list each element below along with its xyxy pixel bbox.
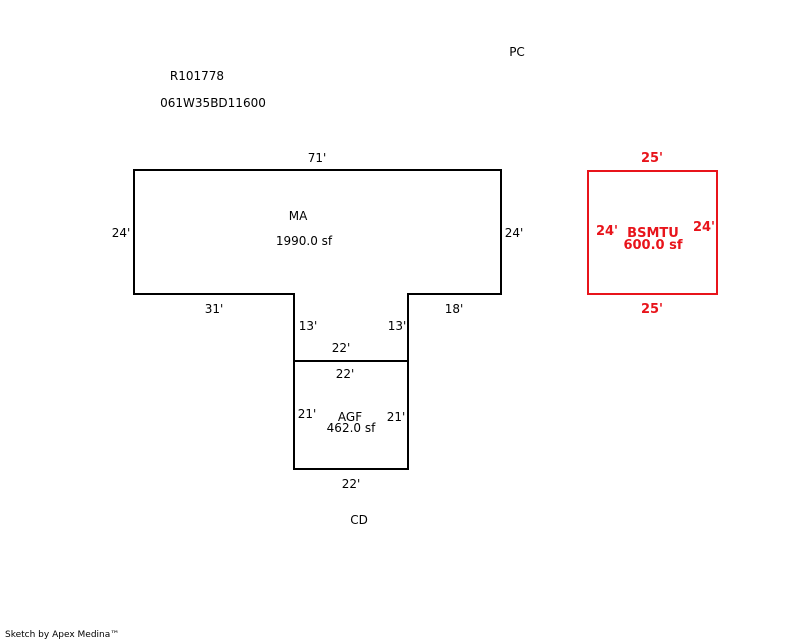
parcel-id: R101778	[170, 69, 224, 83]
ma-dim-bottom-left: 31'	[205, 302, 224, 316]
ma-dim-right: 24'	[505, 226, 524, 240]
pc-label: PC	[509, 45, 525, 59]
bsmtu-area: 600.0 sf	[623, 238, 682, 253]
ma-dim-bottom-right: 18'	[445, 302, 464, 316]
ma-dim-notch-bottom: 22'	[332, 341, 351, 355]
bsmtu-outline	[587, 170, 718, 295]
ma-code: MA	[289, 209, 308, 223]
sketch-credit: Sketch by Apex Medina™	[5, 630, 119, 640]
ma-area: 1990.0 sf	[276, 234, 333, 248]
map-number: 061W35BD11600	[160, 96, 266, 110]
agf-dim-bottom: 22'	[342, 477, 361, 491]
agf-code: AGF	[338, 410, 362, 424]
bsmtu-dim-left: 24'	[596, 224, 618, 239]
agf-area: 462.0 sf	[327, 421, 376, 435]
bsmtu-dim-top: 25'	[641, 151, 663, 166]
ma-dim-notch-right: 13'	[388, 319, 407, 333]
bsmtu-code: BSMTU	[627, 226, 679, 241]
ma-dim-top: 71'	[308, 151, 327, 165]
agf-dim-left: 21'	[298, 407, 317, 421]
bsmtu-dim-bottom: 25'	[641, 302, 663, 317]
agf-dim-top: 22'	[336, 367, 355, 381]
bsmtu-dim-right: 24'	[693, 220, 715, 235]
ma-dim-left: 24'	[112, 226, 131, 240]
cd-label: CD	[350, 513, 368, 527]
ma-outline	[133, 169, 502, 362]
agf-dim-right: 21'	[387, 410, 406, 424]
ma-dim-notch-left: 13'	[299, 319, 318, 333]
agf-outline	[293, 360, 409, 470]
